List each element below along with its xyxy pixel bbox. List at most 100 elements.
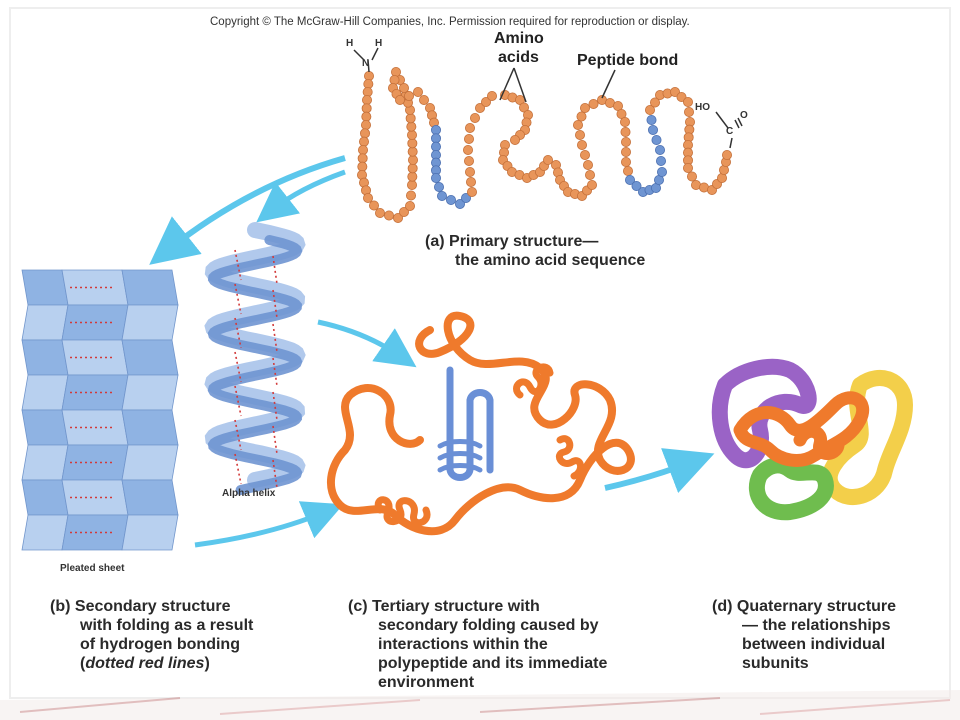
pleated-sheet-panel — [121, 514, 179, 551]
amino-acid-bead — [465, 176, 476, 187]
caption-c-line5: environment — [378, 674, 475, 691]
amino-acid-bead-blue — [430, 172, 441, 183]
carboxyl-c: C — [726, 126, 734, 137]
amino-acid-bead — [404, 200, 415, 211]
hydrogen-bond-line — [234, 385, 242, 417]
caption-c-line4: polypeptide and its immediate — [378, 655, 608, 672]
amino-acid-bead-blue — [631, 180, 642, 191]
caption-c: (c) Tertiary structure with secondary fo… — [348, 597, 607, 692]
subunit-orange — [733, 391, 870, 467]
caption-b-letter: (b) — [50, 598, 71, 615]
caption-a-line1: Primary structure— — [449, 233, 599, 250]
bottom-decorative-stripes — [0, 690, 960, 720]
amino-acid-bead — [684, 107, 695, 118]
caption-a: (a) Primary structure— the amino acid se… — [425, 232, 645, 270]
tertiary-backbone — [326, 311, 635, 536]
alpha-helix-label: Alpha helix — [222, 488, 276, 499]
amino-acid-bead — [543, 154, 554, 165]
amino-acid-bead — [403, 91, 414, 102]
amino-acid-bead-blue — [445, 194, 456, 205]
amino-acid-bead-blue — [433, 181, 444, 192]
amino-acid-bead — [683, 162, 694, 173]
amino-acid-bead-blue — [655, 144, 666, 155]
caption-b-line4: (dotted red lines) — [80, 655, 210, 672]
amino-acid-bead — [398, 206, 409, 217]
caption-d-line3: between individual — [742, 636, 886, 653]
amino-acid-bead — [621, 136, 632, 147]
tertiary-helix-coils — [437, 439, 483, 473]
amino-acid-bead-blue — [454, 198, 465, 209]
amino-acid-bead — [587, 179, 598, 190]
caption-d-line2: — the relationships — [742, 617, 891, 634]
amino-acid-bead — [474, 103, 485, 114]
amino-acid-bead — [575, 129, 586, 140]
amino-acids-label-1: Amino — [494, 30, 544, 47]
amino-acid-bead — [463, 133, 474, 144]
amino-terminus — [353, 47, 379, 73]
amino-acid-bead — [650, 97, 661, 108]
caption-b-line4-italic: dotted red lines — [85, 655, 205, 672]
amino-acid-bead — [462, 144, 473, 155]
arrow-helix-to-tertiary — [317, 319, 417, 368]
caption-a-letter: (a) — [425, 233, 445, 250]
caption-a-line2: the amino acid sequence — [455, 252, 646, 269]
amino-acid-bead — [412, 87, 423, 98]
pointer-lines — [499, 67, 616, 103]
amino-acid-bead — [405, 190, 416, 201]
caption-b-line1: Secondary structure — [74, 598, 231, 615]
amino-acid-bead — [580, 149, 591, 160]
amino-acid-bead — [580, 103, 591, 114]
subunit-green — [748, 457, 834, 521]
caption-d-line1: Quaternary structure — [736, 598, 897, 615]
caption-d-letter: (d) — [712, 598, 733, 615]
amino-acids-label-2: acids — [498, 49, 539, 66]
amino-acid-bead — [383, 210, 394, 221]
amino-acid-bead — [394, 95, 405, 106]
amino-acid-bead-blue — [625, 174, 636, 185]
amino-acid-bead — [418, 95, 429, 106]
amino-acid-bead-blue — [648, 125, 659, 136]
arrow-to-sheet — [149, 155, 346, 265]
helix-ribbon — [207, 235, 303, 495]
amino-acid-bead — [486, 91, 497, 102]
amino-n: N — [362, 58, 370, 69]
peptide-bond-label: Peptide bond — [577, 52, 679, 69]
amino-acid-bead — [683, 97, 694, 108]
amino-acid-bead — [509, 134, 520, 145]
hydrogen-bond-line — [234, 283, 242, 315]
amino-acid-bead — [577, 139, 588, 150]
amino-acid-bead — [469, 113, 480, 124]
amino-acid-bead-blue — [657, 166, 668, 177]
amino-acid-bead — [463, 155, 474, 166]
amino-acid-bead — [722, 149, 733, 160]
hydrogen-bond-line — [234, 453, 242, 485]
caption-b-line2: with folding as a result — [80, 617, 254, 634]
amino-acid-bead — [620, 117, 631, 128]
hydrogen-bond-line — [234, 317, 242, 349]
amino-acid-bead — [620, 127, 631, 138]
amino-acid-bead — [392, 212, 403, 223]
amino-h-left: H — [346, 38, 354, 49]
amino-acid-bead — [368, 200, 379, 211]
amino-acid-bead — [583, 159, 594, 170]
caption-c-letter: (c) — [348, 598, 368, 615]
arrow-sheet-to-tertiary — [194, 501, 344, 548]
amino-acid-bead — [480, 97, 491, 108]
amino-acid-bead — [588, 99, 599, 110]
caption-c-line2: secondary folding caused by — [378, 617, 599, 634]
amino-acid-bead-blue — [436, 190, 447, 201]
amino-acid-bead — [585, 169, 596, 180]
amino-acid-bead-blue — [656, 155, 667, 166]
amino-acid-bead-blue — [460, 192, 471, 203]
amino-acid-bead — [573, 120, 584, 131]
amino-acid-bead — [621, 146, 632, 157]
amino-acid-bead — [464, 166, 475, 177]
caption-b: (b) Secondary structure with folding as … — [50, 597, 253, 673]
caption-d: (d) Quaternary structure — the relations… — [712, 597, 896, 673]
carboxyl-ho: HO — [695, 102, 710, 113]
hydrogen-bond-line — [234, 419, 242, 451]
